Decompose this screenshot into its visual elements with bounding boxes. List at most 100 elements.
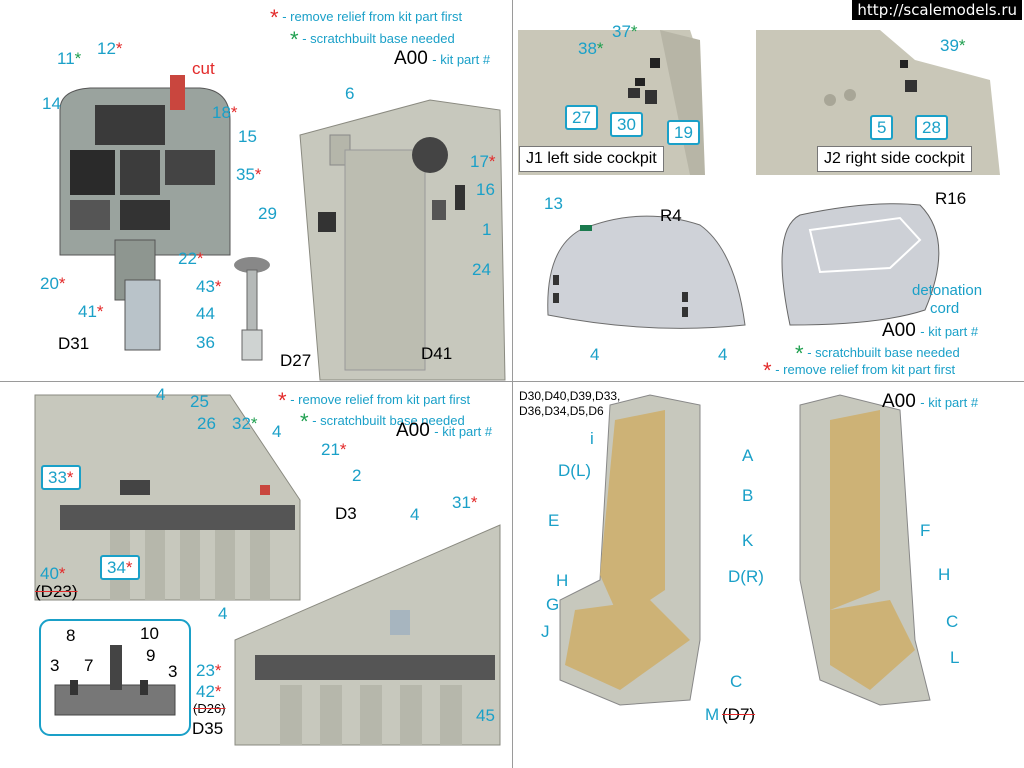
label-4-a: 4: [156, 385, 166, 404]
seat-label-a: A: [742, 446, 754, 465]
label-41: 41*: [78, 302, 104, 321]
label-6: 6: [345, 84, 355, 103]
legend-red-line-side: * - remove relief from kit part first: [278, 388, 471, 413]
label-d35: D35: [192, 719, 224, 738]
console-d41-drawing: [299, 99, 506, 381]
legend-red-line-canopy: * - remove relief from kit part first: [763, 358, 956, 383]
label-39: 39*: [940, 36, 966, 55]
red-star: *: [270, 5, 279, 30]
legend-red-line: * - remove relief from kit part first: [270, 5, 462, 31]
label-20: 20*: [40, 274, 66, 293]
seat-header-line1: D30,D40,D39,D33,: [519, 389, 621, 403]
label-cord: cord: [930, 300, 960, 317]
instrument-panel-drawing: [59, 75, 231, 351]
box-19: 19: [667, 120, 700, 145]
seat-label-k: K: [742, 531, 754, 550]
label-d27: D27: [280, 351, 312, 370]
label-16: 16: [476, 180, 495, 199]
label-2: 2: [352, 466, 362, 485]
legend-green-line: * - scratchbuilt base needed: [290, 27, 455, 53]
box-27: 27: [565, 105, 598, 130]
kit-key-canopy: A00 - kit part #: [882, 320, 979, 341]
seat-header-line2: D36,D34,D5,D6: [519, 404, 604, 418]
legend-red-text: - remove relief from kit part first: [282, 9, 463, 24]
label-1: 1: [482, 220, 492, 239]
seat-label-m: M: [705, 705, 720, 724]
label-31: 31*: [452, 493, 478, 512]
label-d41: D41: [421, 344, 453, 363]
kit-code: A00: [394, 48, 428, 69]
horizontal-divider: [0, 381, 1024, 382]
seat-label-c-right: C: [946, 612, 959, 631]
inset-label-3-right: 3: [168, 662, 178, 681]
kit-key-a: A00 - kit part #: [394, 48, 490, 70]
label-42: 42*: [196, 682, 222, 701]
label-24: 24: [472, 260, 491, 279]
label-detonation: detonation: [912, 282, 983, 299]
label-d26: (D26): [193, 701, 226, 716]
label-4-c: 4: [410, 505, 420, 524]
label-d23: (D23): [35, 582, 78, 601]
label-35: 35*: [236, 165, 262, 184]
ejection-seat-right-drawing: [799, 394, 931, 706]
label-25: 25: [190, 392, 209, 411]
label-cut: cut: [192, 59, 215, 78]
label-26: 26: [197, 414, 216, 433]
label-4-canopy-right: 4: [718, 345, 728, 364]
inset-detail-drawing: [39, 619, 191, 736]
inset-label-8: 8: [66, 626, 76, 645]
canopy-r4-drawing: [547, 215, 746, 329]
j1-title: J1 left side cockpit: [519, 146, 664, 172]
legend-green-line-side: * - scratchbuilt base needed: [300, 409, 465, 434]
label-36: 36: [196, 333, 215, 352]
label-4-b: 4: [272, 422, 282, 441]
seat-label-h-right: H: [938, 565, 951, 584]
label-11: 11*: [57, 49, 82, 68]
seat-label-l: L: [950, 648, 960, 667]
label-d3: D3: [335, 504, 357, 523]
label-45: 45: [476, 706, 495, 725]
label-40: 40*: [40, 564, 66, 583]
seat-label-dr: D(R): [728, 567, 764, 586]
seat-label-dl: D(L): [558, 461, 592, 480]
seat-label-d7: (D7): [722, 705, 756, 724]
seat-label-e: E: [548, 511, 560, 530]
label-43: 43*: [196, 277, 222, 296]
watermark[interactable]: http://scalemodels.ru: [852, 0, 1022, 20]
label-4-d: 4: [218, 604, 228, 623]
seat-label-g: G: [546, 595, 560, 614]
label-32: 32*: [232, 414, 258, 433]
label-29: 29: [258, 204, 277, 223]
label-23: 23*: [196, 661, 222, 680]
kit-text: - kit part #: [432, 52, 491, 67]
seat-label-i: i: [590, 429, 594, 448]
inset-label-9: 9: [146, 646, 156, 665]
label-21: 21*: [321, 440, 347, 459]
vertical-divider: [512, 0, 513, 768]
kit-key-seat: A00 - kit part #: [882, 391, 979, 412]
label-4-canopy-left: 4: [590, 345, 600, 364]
seat-label-b: B: [742, 486, 754, 505]
inset-label-3-left: 3: [50, 656, 60, 675]
ejection-seat-left-drawing: [559, 394, 701, 706]
legend-green-line-canopy: * - scratchbuilt base needed: [795, 341, 960, 366]
seat-label-j: J: [541, 622, 550, 641]
green-star: *: [290, 27, 299, 52]
j2-title: J2 right side cockpit: [817, 146, 972, 172]
label-44: 44: [196, 304, 215, 323]
label-37: 37*: [612, 22, 638, 41]
label-15: 15: [238, 127, 257, 146]
control-stick-drawing: [234, 257, 270, 361]
box-5: 5: [870, 115, 894, 140]
seat-label-h-left: H: [556, 571, 569, 590]
label-r4: R4: [660, 206, 682, 225]
label-38: 38*: [578, 39, 604, 58]
box-34: 34*: [100, 555, 140, 580]
label-17: 17*: [470, 152, 496, 171]
side-console-d35-drawing: [234, 524, 501, 746]
label-14: 14: [42, 94, 61, 113]
label-18: 18*: [212, 103, 238, 122]
inset-label-7: 7: [84, 656, 94, 675]
box-33: 33*: [41, 465, 81, 490]
box-30: 30: [610, 112, 643, 137]
